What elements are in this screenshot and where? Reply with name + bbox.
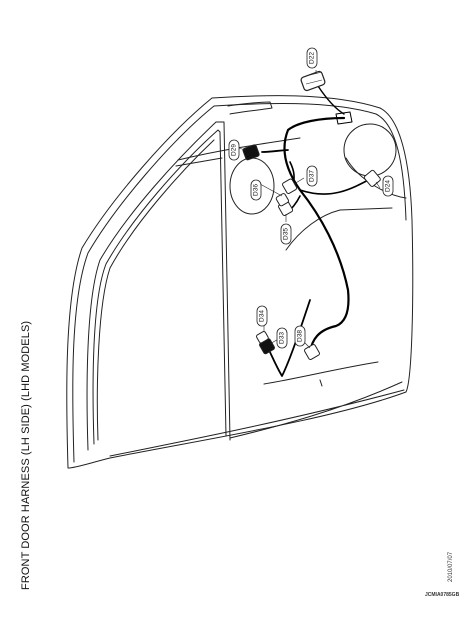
connector-d34-shape — [256, 331, 269, 344]
connector-d38-shape — [304, 344, 320, 360]
harness-lower — [267, 299, 311, 377]
label-d34: D34 — [259, 310, 266, 322]
diagram-title: FRONT DOOR HARNESS (LH SIDE) (LHD MODELS… — [20, 320, 32, 590]
door-outline-inner — [72, 103, 407, 463]
speaker-trim — [345, 157, 407, 199]
window-frame-outer — [86, 121, 231, 451]
connector-d29-shape — [242, 144, 260, 161]
door-outline — [66, 95, 414, 469]
label-d22: D22 — [309, 52, 316, 64]
lower-curve — [263, 361, 379, 387]
harness-branch-d29 — [261, 149, 289, 153]
harness-branch-d24 — [299, 177, 373, 195]
label-d33: D33 — [279, 332, 286, 344]
window-frame-inner — [92, 129, 227, 445]
label-d37: D37 — [309, 170, 316, 182]
label-d36: D36 — [253, 184, 260, 196]
grommet — [335, 111, 353, 125]
diagram-date: 2010/07/07 — [448, 551, 454, 582]
label-d29: D29 — [231, 144, 238, 156]
inner-panel-lower — [109, 381, 405, 457]
label-d24: D24 — [385, 180, 392, 192]
panel-line — [227, 101, 273, 115]
connector-d22 — [300, 70, 326, 92]
window-glass-edge — [96, 139, 215, 441]
belt-line — [175, 137, 301, 167]
connector-d35-shape — [275, 193, 294, 216]
inner-rib — [285, 207, 393, 251]
label-d38: D38 — [297, 330, 304, 342]
connector-d24-shape — [363, 169, 381, 187]
harness-d22-lead — [317, 85, 345, 115]
speaker-circle — [343, 123, 397, 177]
reference-code: JCMIA0785GB — [425, 592, 460, 598]
label-d35: D35 — [283, 228, 290, 240]
harness-main — [283, 116, 350, 354]
